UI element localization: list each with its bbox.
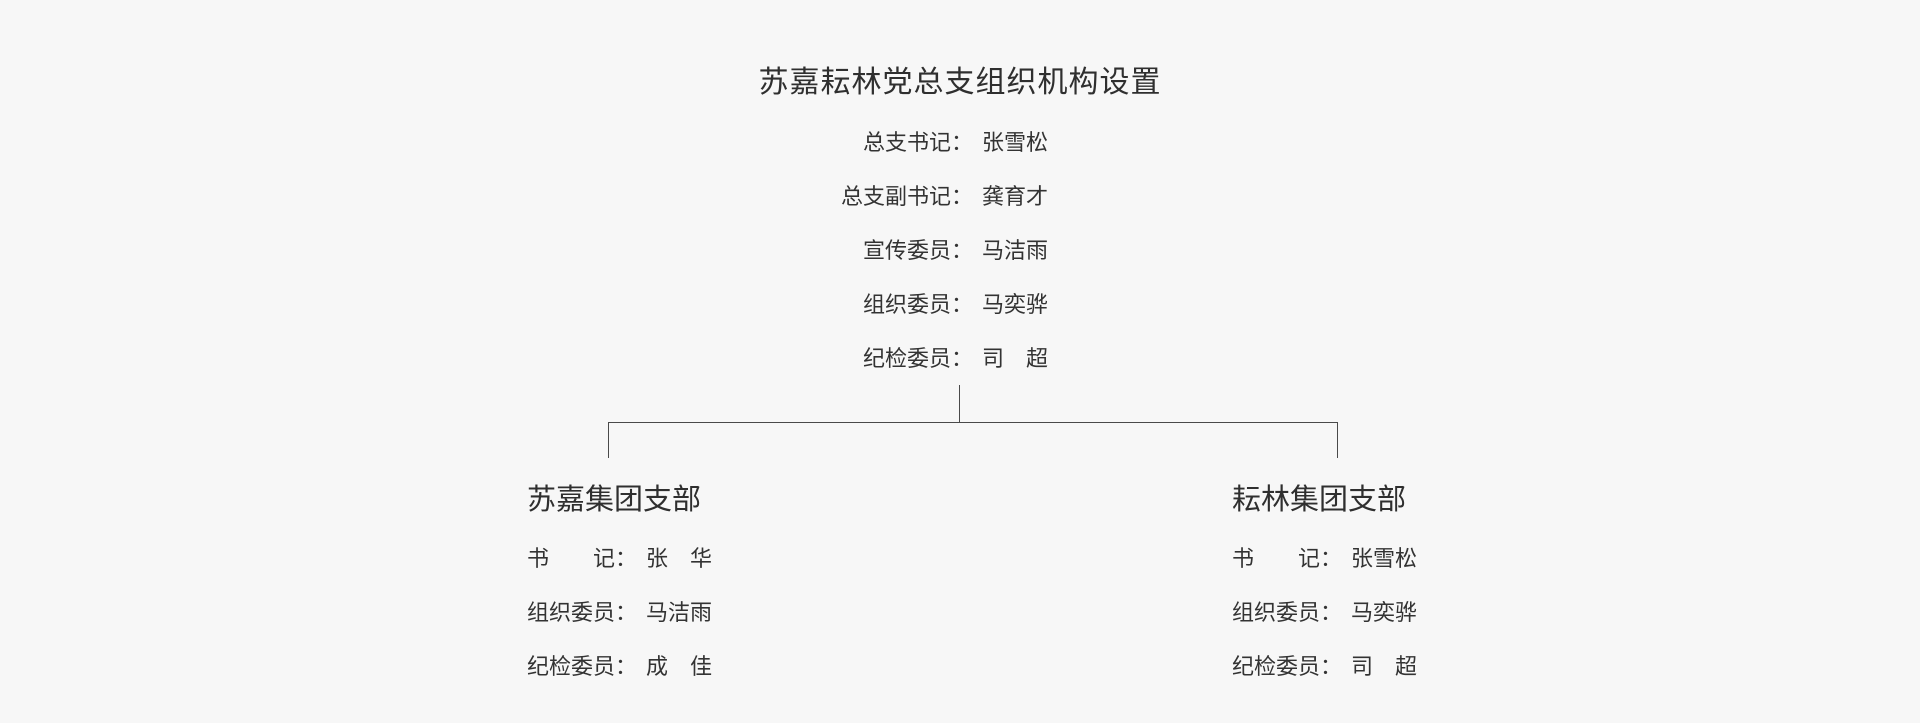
headquarters-officer-list: 总支书记： 张雪松 总支副书记： 龚育才 宣传委员： 马洁雨 组织委员： 马奕骅… <box>803 131 1048 371</box>
branch-yunlin: 耘林集团支部 书 记： 张雪松 组织委员： 马奕骅 纪检委员： 司 超 <box>1232 476 1417 679</box>
officer-name: 马洁雨 <box>982 238 1049 263</box>
branch-title: 耘林集团支部 <box>1232 484 1407 516</box>
branch-sujia: 苏嘉集团支部 书 记： 张 华 组织委员： 马洁雨 纪检委员： 成 佳 <box>527 476 712 679</box>
officer-name: 成 佳 <box>646 654 713 679</box>
officer-role-label: 总支副书记： <box>840 184 973 209</box>
officer-role-label: 宣传委员： <box>862 238 973 263</box>
officer-role-label: 纪检委员： <box>527 654 638 679</box>
officer-name: 马奕骅 <box>982 292 1049 317</box>
branch-officer-row: 纪检委员： 成 佳 <box>527 655 712 679</box>
officer-role-label: 书 记： <box>1232 546 1343 571</box>
connector-left-drop-line <box>608 422 609 458</box>
branch-title: 苏嘉集团支部 <box>527 484 702 516</box>
officer-name: 张雪松 <box>982 130 1049 155</box>
officer-role-label: 纪检委员： <box>1232 654 1343 679</box>
connector-horizontal-line <box>608 422 1338 423</box>
officer-name: 张 华 <box>646 546 713 571</box>
page-title: 苏嘉耘林党总支组织机构设置 <box>758 66 1162 99</box>
connector-right-drop-line <box>1337 422 1338 458</box>
branch-officer-row: 书 记： 张 华 <box>527 547 712 571</box>
officer-role-label: 纪检委员： <box>862 346 973 371</box>
officer-name: 马奕骅 <box>1351 600 1418 625</box>
officer-role-label: 总支书记： <box>862 130 973 155</box>
officer-name: 司 超 <box>982 346 1049 371</box>
branch-officer-row: 纪检委员： 司 超 <box>1232 655 1417 679</box>
officer-name: 司 超 <box>1351 654 1418 679</box>
branch-officer-row: 组织委员： 马洁雨 <box>527 601 712 625</box>
officer-role-label: 组织委员： <box>527 600 638 625</box>
branch-officer-row: 组织委员： 马奕骅 <box>1232 601 1417 625</box>
officer-role-label: 组织委员： <box>862 292 973 317</box>
officer-name: 龚育才 <box>982 184 1049 209</box>
officer-name: 马洁雨 <box>646 600 713 625</box>
branch-officer-row: 书 记： 张雪松 <box>1232 547 1417 571</box>
officer-role-label: 书 记： <box>527 546 638 571</box>
officer-role-label: 组织委员： <box>1232 600 1343 625</box>
connector-stem-line <box>959 385 960 422</box>
officer-name: 张雪松 <box>1351 546 1418 571</box>
